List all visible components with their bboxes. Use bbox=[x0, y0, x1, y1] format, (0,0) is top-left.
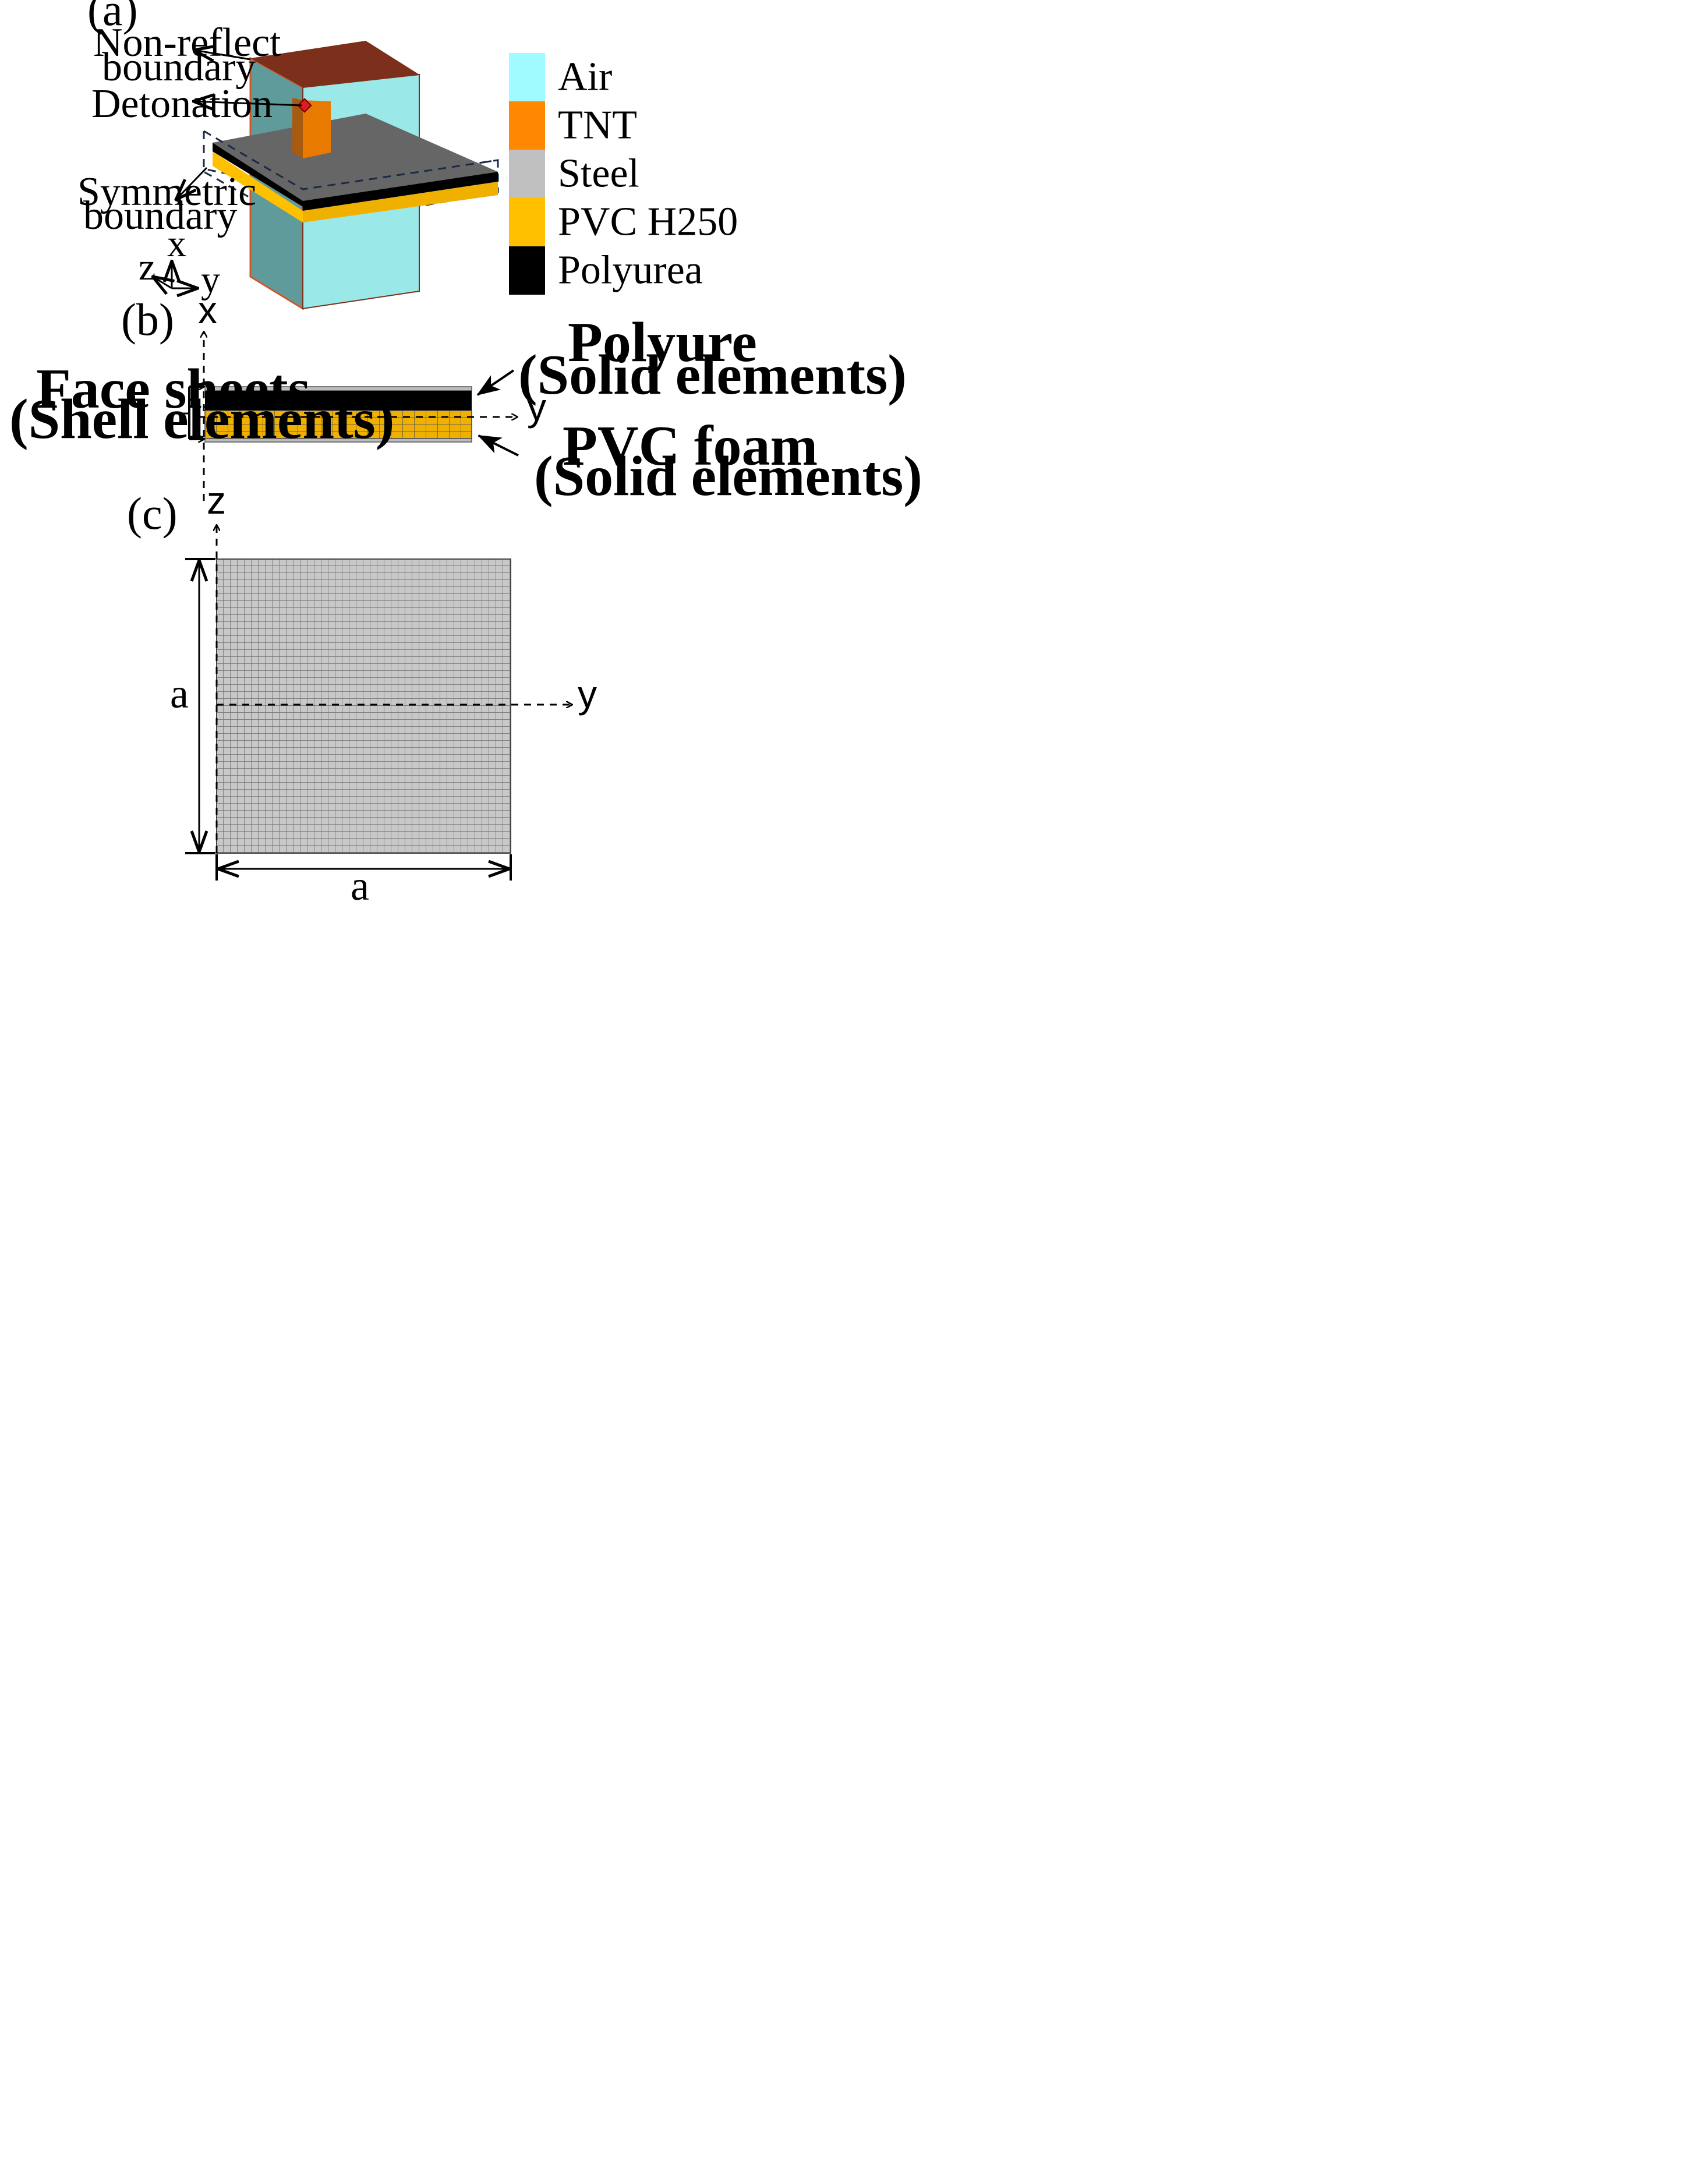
detonation-point bbox=[297, 98, 312, 113]
legend-label-3: PVC H250 bbox=[558, 200, 738, 245]
arrow-non-reflect bbox=[194, 50, 251, 59]
legend-swatch-0 bbox=[509, 53, 545, 101]
axis-x-label-b: x bbox=[198, 288, 217, 331]
arrow-pvc bbox=[478, 434, 519, 457]
tnt-front-face bbox=[303, 100, 331, 158]
axis-y-label-b: y bbox=[527, 386, 546, 429]
legend-label-0: Air bbox=[558, 55, 612, 100]
pvc-foam-layer bbox=[204, 410, 472, 439]
label-symmetric-2: boundary bbox=[83, 193, 237, 238]
polyurea-layer bbox=[205, 391, 472, 411]
coordinate-triad-a: x y z bbox=[139, 222, 220, 301]
panel-label-a: (a) bbox=[87, 0, 138, 35]
axis-z-label-a: z bbox=[139, 246, 155, 288]
plate-polyurea-side bbox=[213, 143, 303, 207]
panel-label-b: (b) bbox=[121, 294, 174, 345]
dim-vertical-label: a bbox=[170, 670, 189, 717]
axis-y-label-a: y bbox=[201, 259, 220, 301]
legend-label-4: Polyurea bbox=[558, 248, 703, 293]
plate-pvc-front bbox=[303, 182, 498, 222]
label-face-sheets-1: Face sheets bbox=[36, 358, 310, 420]
label-polyure-1: Polyure bbox=[568, 311, 757, 374]
legend-swatch-3 bbox=[509, 198, 545, 246]
label-symmetric-1: Symmetric bbox=[77, 169, 256, 214]
legend-swatch-1 bbox=[509, 101, 545, 150]
symmetric-boundary-front bbox=[203, 130, 498, 190]
axis-x-label-a: x bbox=[167, 222, 186, 265]
arrow-symmetric bbox=[176, 167, 208, 200]
axis-y-label-c: y bbox=[578, 673, 597, 716]
label-face-sheets-2: (Shell elements) bbox=[9, 388, 394, 451]
arrow-detonation bbox=[193, 101, 302, 105]
label-non-reflect-1: Non-reflect bbox=[93, 20, 281, 65]
axis-z-label-c: z bbox=[207, 479, 226, 522]
label-polyure-2: (Solid elements) bbox=[518, 344, 907, 406]
legend-swatch-4 bbox=[509, 246, 545, 295]
bottom-face-sheet bbox=[204, 438, 472, 443]
tnt-side-face bbox=[292, 98, 303, 158]
plate-top-surface bbox=[213, 114, 498, 201]
label-pvc-1: PVC foam bbox=[563, 415, 818, 478]
plate-mesh-grid bbox=[216, 558, 511, 854]
dim-horizontal-label: a bbox=[351, 862, 369, 909]
plate-pvc-side bbox=[213, 151, 303, 222]
label-pvc-2: (Solid elements) bbox=[534, 445, 922, 508]
panel-b: (b) x y Face sheets (Shell elements) Pol… bbox=[9, 288, 922, 508]
arrow-polyure bbox=[476, 369, 515, 396]
panel-a: (a) Non-reflect boundary Detonation Symm… bbox=[77, 0, 499, 310]
label-non-reflect-2: boundary bbox=[102, 45, 256, 90]
panel-label-c: (c) bbox=[127, 488, 178, 539]
top-boundary-face bbox=[250, 41, 419, 87]
legend-swatch-2 bbox=[509, 150, 545, 198]
legend-label-1: TNT bbox=[558, 103, 637, 148]
legend-label-2: Steel bbox=[558, 151, 639, 196]
panel-c: (c) z y a a bbox=[127, 479, 597, 909]
plate-polyurea-front bbox=[303, 172, 498, 211]
